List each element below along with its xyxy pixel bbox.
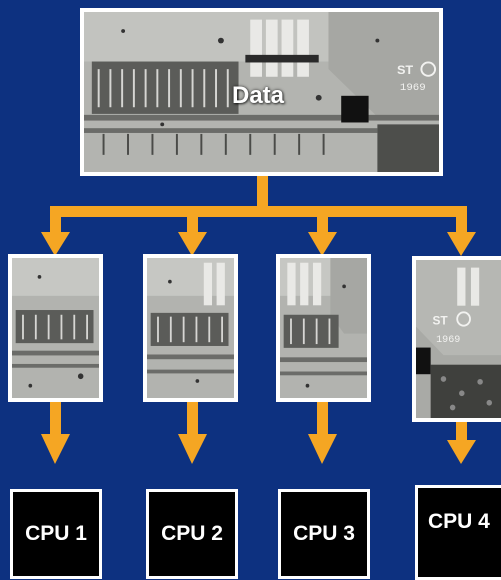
arrow-to-slice-2 (178, 232, 207, 256)
trunk-line (257, 176, 268, 216)
arrow-to-slice-1 (41, 232, 70, 256)
svg-text:1969: 1969 (400, 82, 426, 94)
cpu-3-label: CPU 3 (293, 522, 355, 545)
arrow-to-slice-3 (308, 232, 337, 256)
data-slice-4: ST 1969 (412, 256, 501, 422)
cpu-1-box: CPU 1 (10, 489, 102, 579)
arrow-to-slice-4 (447, 232, 476, 256)
cpu-1-label: CPU 1 (25, 522, 87, 545)
cpu-4-label: CPU 4 (428, 510, 490, 533)
cpu-3-box: CPU 3 (278, 489, 370, 579)
data-slice-1 (8, 254, 103, 402)
arrow-to-cpu-3 (308, 434, 337, 464)
arrow-to-cpu-1 (41, 434, 70, 464)
horizontal-bus (50, 206, 467, 217)
svg-text:1969: 1969 (436, 334, 460, 346)
cpu-4-box: CPU 4 (415, 485, 501, 580)
arrow-to-cpu-2 (178, 434, 207, 464)
cpu-2-box: CPU 2 (146, 489, 238, 579)
data-slice-2 (143, 254, 238, 402)
data-chip-image: ST 1969 (80, 8, 443, 176)
svg-text:ST: ST (397, 63, 414, 77)
cpu-2-label: CPU 2 (161, 522, 223, 545)
svg-text:ST: ST (432, 314, 448, 328)
data-slice-3 (276, 254, 371, 402)
data-label: Data (232, 82, 285, 109)
arrow-to-cpu-4 (447, 440, 476, 464)
